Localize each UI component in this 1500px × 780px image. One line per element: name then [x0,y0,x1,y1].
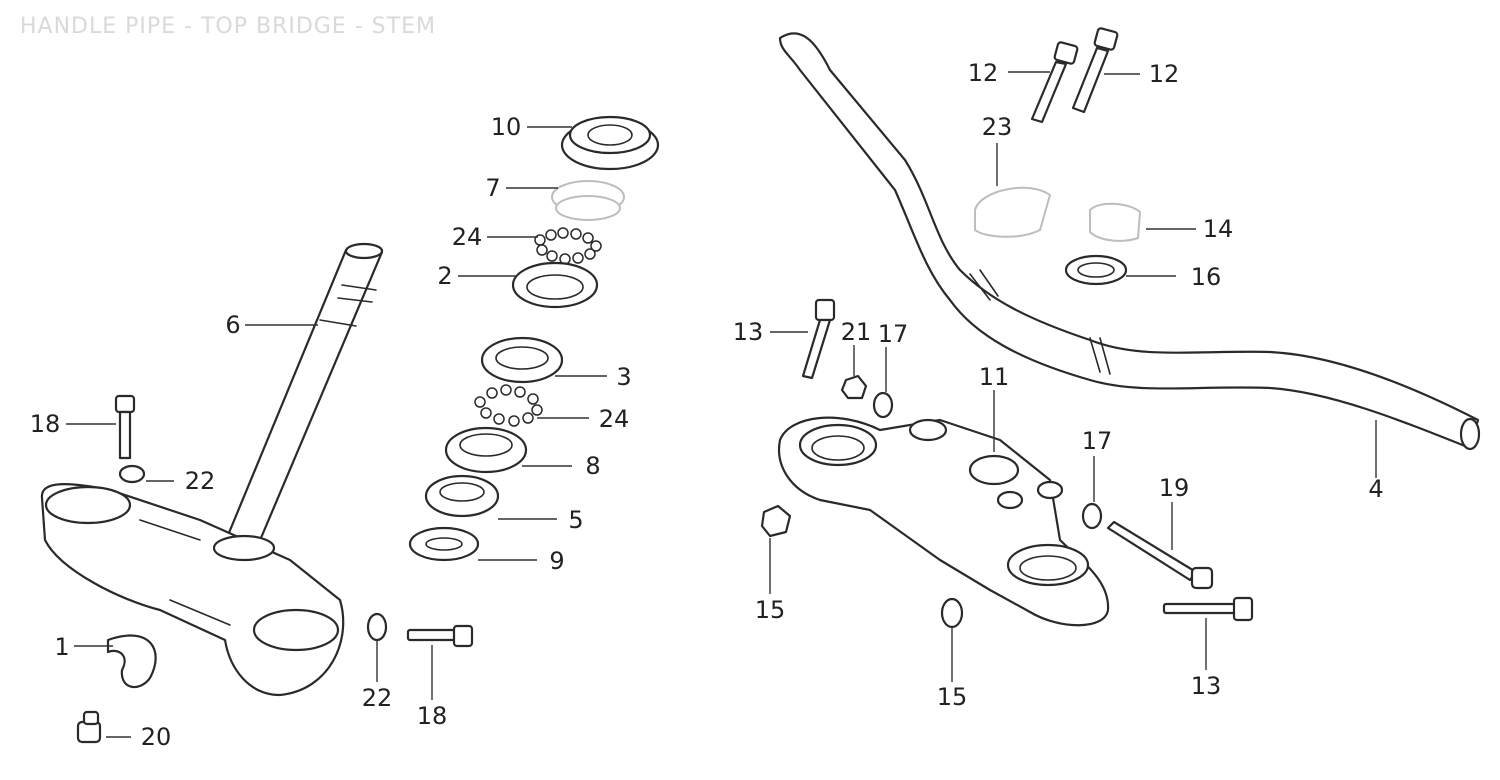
callout-19: 19 [1159,474,1190,502]
washer-17-right-part [1081,502,1103,530]
callout-22-bottom: 22 [362,684,393,712]
bolt-13-right-part [1162,596,1254,622]
diagram-title: HANDLE PIPE - TOP BRIDGE - STEM [20,14,436,39]
washer-22-left-part [118,464,146,484]
holder-14-part [1089,202,1142,242]
bolt-13-upper-part [801,298,836,380]
callout-6: 6 [225,311,240,339]
callout-17-upper: 17 [878,320,909,348]
callout-11: 11 [979,363,1010,391]
washer-17-upper-part [872,391,894,419]
callout-8: 8 [585,452,600,480]
nut-15-left-part [760,504,792,538]
washer-16-part [1064,254,1128,286]
cable-clamp-part [106,634,157,688]
callout-15-bottom: 15 [937,683,968,711]
callout-18-left: 18 [30,410,61,438]
steering-stem-part [40,242,384,697]
top-bridge-part [777,416,1110,627]
callout-22-left: 22 [185,467,216,495]
callout-18-bottom: 18 [417,702,448,730]
callout-24-lower: 24 [599,405,630,433]
callout-1: 1 [54,633,69,661]
bearing-stack [408,115,660,562]
callout-21: 21 [841,318,872,346]
screw-20-part [76,710,102,744]
callout-9: 9 [549,547,564,575]
callout-24-upper: 24 [452,223,483,251]
bolt-12-left-part [1030,41,1079,124]
callouts: 6 10 7 24 2 3 24 8 5 9 18 22 1 20 22 18 … [30,59,1384,751]
handle-pipe-knurling [969,269,1111,375]
callout-15-left: 15 [755,596,786,624]
bolt-19-part [1106,520,1214,590]
callout-14: 14 [1203,215,1234,243]
holder-23-part [974,186,1052,238]
callout-12-right: 12 [1149,60,1180,88]
callout-13-right: 13 [1191,672,1222,700]
callout-4: 4 [1368,475,1383,503]
callout-17-right: 17 [1082,427,1113,455]
leader-lines [66,71,1377,738]
bolt-12-right-part [1071,27,1119,114]
bolt-18-left-part [114,394,136,460]
nut-21-part [840,374,868,400]
callout-10: 10 [491,113,522,141]
handle-pipe-part [778,32,1480,450]
callout-5: 5 [568,506,583,534]
callout-13-upper: 13 [733,318,764,346]
callout-20: 20 [141,723,172,751]
callout-7: 7 [485,174,500,202]
nut-15-bottom-part [940,597,964,629]
callout-23: 23 [982,113,1013,141]
callout-16: 16 [1191,263,1222,291]
bolt-18-bottom-part [406,624,474,648]
handle-pipe-end [1459,417,1481,451]
callout-2: 2 [437,262,452,290]
washer-22-bottom-part [366,612,388,642]
callout-3: 3 [616,363,631,391]
callout-12-left: 12 [968,59,999,87]
